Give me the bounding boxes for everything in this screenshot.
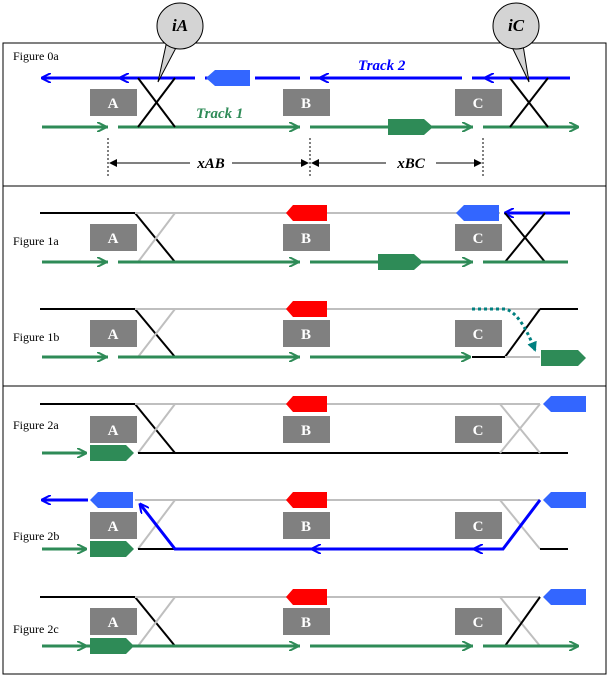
signal-a-label: A <box>108 519 119 535</box>
signal-b <box>283 89 330 116</box>
signal-b-label: B <box>301 615 311 631</box>
signal-c <box>455 89 502 116</box>
signal-a <box>90 416 137 443</box>
green-train <box>388 119 433 135</box>
signal-a-label: A <box>108 423 119 439</box>
track-1-label: Track 1 <box>196 106 243 122</box>
signal-a <box>90 608 137 635</box>
signal-a-label: A <box>108 96 119 112</box>
signal-c-label: C <box>473 327 484 343</box>
figure-0a: Figure 0a A B C Track 2 Track <box>13 2 578 176</box>
signal-b-label: B <box>301 231 311 247</box>
signal-b <box>283 512 330 539</box>
crossover-a <box>137 77 176 128</box>
green-train <box>90 541 134 557</box>
signal-b-label: B <box>301 423 311 439</box>
blue-train <box>206 70 250 86</box>
signal-a-label: A <box>108 327 119 343</box>
green-train <box>378 254 423 270</box>
panel-2-frame <box>2 385 607 675</box>
crossover-c <box>509 77 549 128</box>
signal-a-label: A <box>108 615 119 631</box>
signal-c-label: C <box>473 423 484 439</box>
red-train <box>286 301 327 317</box>
signal-b-label: B <box>301 327 311 343</box>
red-train <box>286 589 327 605</box>
figure-1b-label: Figure 1b <box>13 330 59 344</box>
track-2-label: Track 2 <box>358 58 406 74</box>
green-train <box>90 638 134 654</box>
signal-c <box>455 608 502 635</box>
red-train <box>286 205 327 221</box>
bubble-ia: iA <box>156 2 204 83</box>
green-train <box>90 445 134 461</box>
figure-2a-label: Figure 2a <box>13 418 59 432</box>
figure-2a: Figure 2a A B C <box>13 396 586 461</box>
signal-b <box>283 416 330 443</box>
bubble-ia-label: iA <box>172 16 188 35</box>
blue-train-c <box>543 492 586 508</box>
signal-b <box>283 608 330 635</box>
distance-xab-label: xAB <box>196 156 225 172</box>
signal-a-label: A <box>108 231 119 247</box>
figure-2b: Figure 2b A B C <box>13 492 586 557</box>
signal-a <box>90 512 137 539</box>
signal-c <box>455 320 502 347</box>
blue-train <box>543 589 586 605</box>
signal-c-label: C <box>473 519 484 535</box>
signal-c <box>455 512 502 539</box>
figure-0a-label: Figure 0a <box>13 49 59 63</box>
figure-1a: Figure 1a A B C <box>13 205 570 270</box>
figure-1b: Figure 1b A B C <box>13 301 586 366</box>
signal-c-label: C <box>473 96 484 112</box>
signal-c-label: C <box>473 231 484 247</box>
red-train <box>286 492 327 508</box>
signal-b <box>283 224 330 251</box>
signal-b-label: B <box>301 519 311 535</box>
figure-2c-label: Figure 2c <box>13 622 59 636</box>
green-train <box>541 350 586 366</box>
distance-xbc-label: xBC <box>396 156 426 172</box>
signal-c <box>455 416 502 443</box>
figure-2b-label: Figure 2b <box>13 529 59 543</box>
signal-c <box>455 224 502 251</box>
figure-2c: Figure 2c A B C <box>13 589 586 654</box>
bubble-ic: iC <box>492 2 540 83</box>
signal-b <box>283 320 330 347</box>
signal-a <box>90 89 137 116</box>
signal-a <box>90 320 137 347</box>
signal-b-label: B <box>301 96 311 112</box>
figure-1a-label: Figure 1a <box>13 234 59 248</box>
red-train <box>286 396 327 412</box>
blue-train-a <box>90 492 133 508</box>
bubble-ic-label: iC <box>508 16 525 35</box>
blue-train <box>543 396 586 412</box>
blue-train <box>456 205 499 221</box>
signal-c-label: C <box>473 615 484 631</box>
signal-a <box>90 224 137 251</box>
teal-dotted-path <box>472 307 537 352</box>
